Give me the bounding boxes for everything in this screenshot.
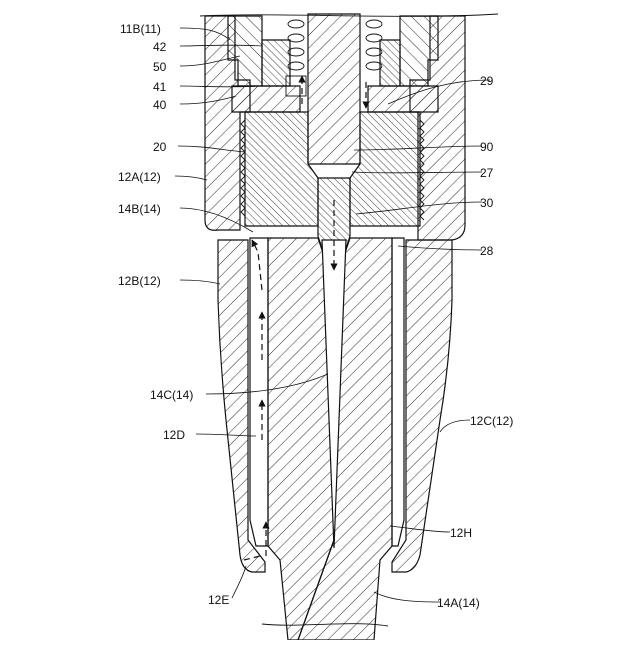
label-14C: 14C(14) bbox=[150, 388, 193, 402]
label-50: 50 bbox=[153, 60, 167, 74]
liner-right bbox=[392, 238, 404, 546]
label-28: 28 bbox=[480, 244, 494, 258]
label-11B: 11B(11) bbox=[120, 22, 161, 36]
ring-40-right bbox=[368, 86, 438, 112]
label-41: 41 bbox=[153, 80, 167, 94]
label-12H: 12H bbox=[450, 526, 472, 540]
threaded-body-20 bbox=[245, 112, 318, 226]
label-12D: 12D bbox=[163, 428, 185, 442]
label-27: 27 bbox=[480, 166, 494, 180]
shaft-90 bbox=[308, 14, 360, 164]
seal-41-right bbox=[380, 40, 400, 86]
label-12C: 12C(12) bbox=[470, 414, 513, 428]
label-42: 42 bbox=[153, 40, 167, 54]
label-14A: 14A(14) bbox=[437, 596, 480, 610]
threaded-body-20-right bbox=[350, 112, 420, 226]
label-14B: 14B(14) bbox=[118, 202, 161, 216]
label-40: 40 bbox=[153, 98, 167, 112]
label-90: 90 bbox=[480, 140, 494, 154]
label-30: 30 bbox=[480, 196, 494, 210]
ring-40 bbox=[232, 86, 300, 112]
label-12A: 12A(12) bbox=[118, 170, 161, 184]
label-29: 29 bbox=[480, 74, 494, 88]
label-12B: 12B(12) bbox=[118, 274, 161, 288]
label-20: 20 bbox=[153, 140, 167, 154]
label-12E: 12E bbox=[208, 593, 229, 607]
